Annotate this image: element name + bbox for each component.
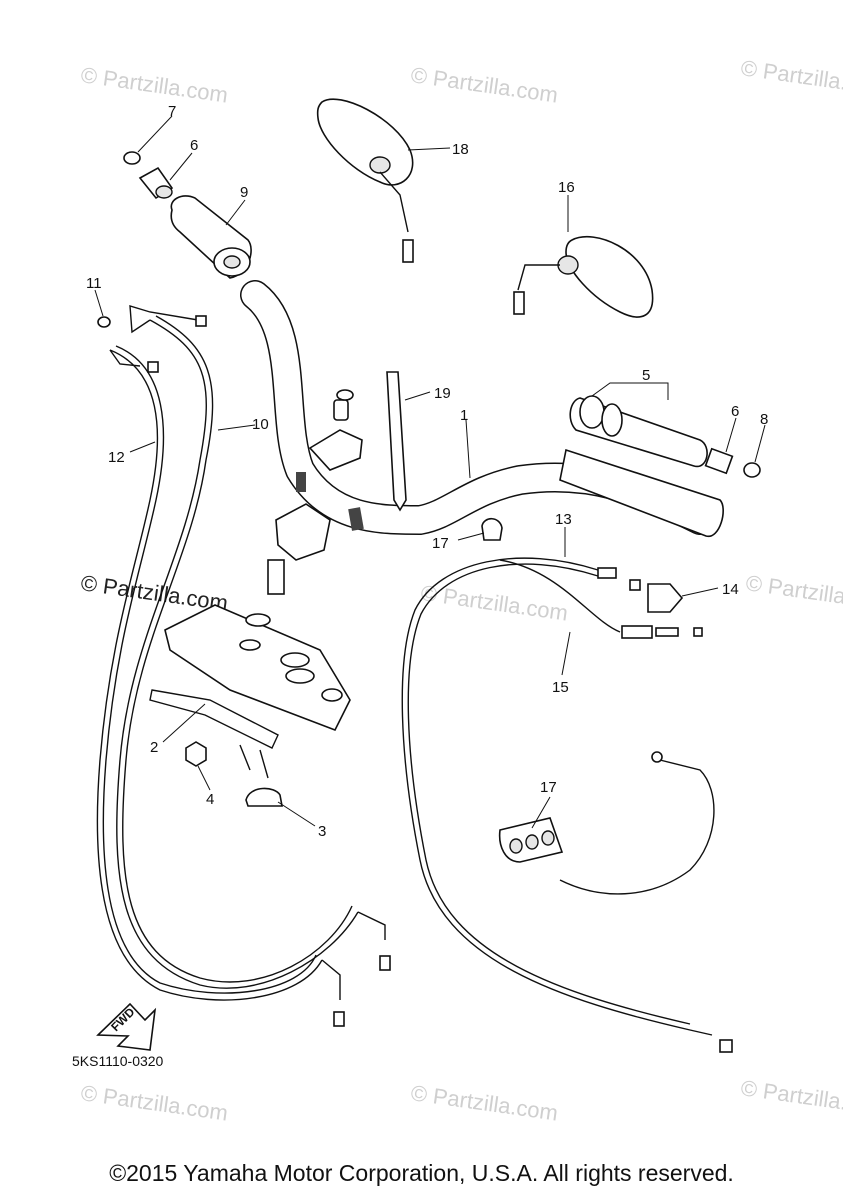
left-grip-end-part-6 (138, 166, 174, 200)
handlebar-holder (267, 389, 363, 595)
nut-part-4 (185, 741, 207, 767)
callout-18: 17 (432, 535, 449, 552)
lower-cable-loop (559, 751, 715, 895)
throttle-grip-part-5 (569, 382, 708, 468)
callout-6-right: 6 (731, 403, 739, 420)
cable-holder-part-17 (498, 817, 564, 863)
handlebar-knurl-left (296, 472, 306, 492)
cable-clamp-part-3 (245, 787, 283, 807)
callout-2: 2 (150, 739, 158, 756)
watermark-6: © Partzilla.com (79, 1080, 229, 1125)
right-grip-end-part-6 (704, 447, 734, 475)
callout-13: 14 (722, 581, 739, 598)
callout-7-right: 8 (760, 411, 768, 428)
fwd-arrow: FWD (96, 1002, 157, 1051)
callout-8: 9 (240, 184, 248, 201)
handlebar-knurl-right (348, 507, 364, 531)
watermark-1: © Partzilla.com (79, 62, 229, 107)
cable-tie-part-19 (386, 371, 407, 512)
copyright-notice: ©2015 Yamaha Motor Corporation, U.S.A. A… (109, 1160, 734, 1186)
callout-12: 13 (555, 511, 572, 528)
callout-15: 18 (452, 141, 469, 158)
callout-6-left: 6 (190, 137, 198, 154)
mirror-part-15 (316, 98, 414, 263)
upper-bracket (164, 604, 351, 732)
callout-7-left: 7 (168, 103, 176, 120)
callout-5: 5 (642, 367, 650, 384)
diagram-code: 5KS1110-0320 (72, 1053, 164, 1069)
callout-numbers: 7 6 9 11 10 12 18 16 19 1 5 6 8 13 17 14… (86, 103, 768, 840)
cable-adjuster-part-13 (647, 583, 684, 613)
watermark-2: © Partzilla.com (409, 62, 559, 107)
callout-3: 3 (318, 823, 326, 840)
callout-4: 4 (206, 791, 214, 808)
watermark-3: © Partzilla.com (739, 55, 843, 100)
callout-11: 11 (86, 275, 102, 292)
left-grip-part-8 (170, 195, 252, 279)
choke-cable-part-16 (499, 559, 703, 639)
callout-9: 10 (252, 416, 269, 433)
watermark-8: © Partzilla.com (739, 1075, 843, 1120)
watermark-4: © Partzilla.com (419, 580, 569, 625)
leader-lines (94, 115, 766, 829)
cable-clamp-part-18 (481, 517, 503, 541)
watermark-7: © Partzilla.com (409, 1080, 559, 1125)
throttle-cables-part-9-10 (96, 305, 391, 1027)
right-screw-part-7 (743, 462, 761, 478)
clutch-cable-part-12 (401, 557, 733, 1053)
watermark-5: © Partzilla.com (744, 570, 843, 615)
callout-10: 12 (108, 449, 125, 466)
cable-guide-part-2 (149, 689, 279, 779)
callout-14: 16 (558, 179, 575, 196)
left-screw-part-7 (123, 151, 141, 165)
switch-housing-part-5b (559, 448, 724, 537)
callout-1: 1 (460, 407, 468, 424)
mirror-part-14 (513, 235, 654, 318)
callout-19: 19 (434, 385, 451, 402)
callout-16: 15 (552, 679, 569, 696)
